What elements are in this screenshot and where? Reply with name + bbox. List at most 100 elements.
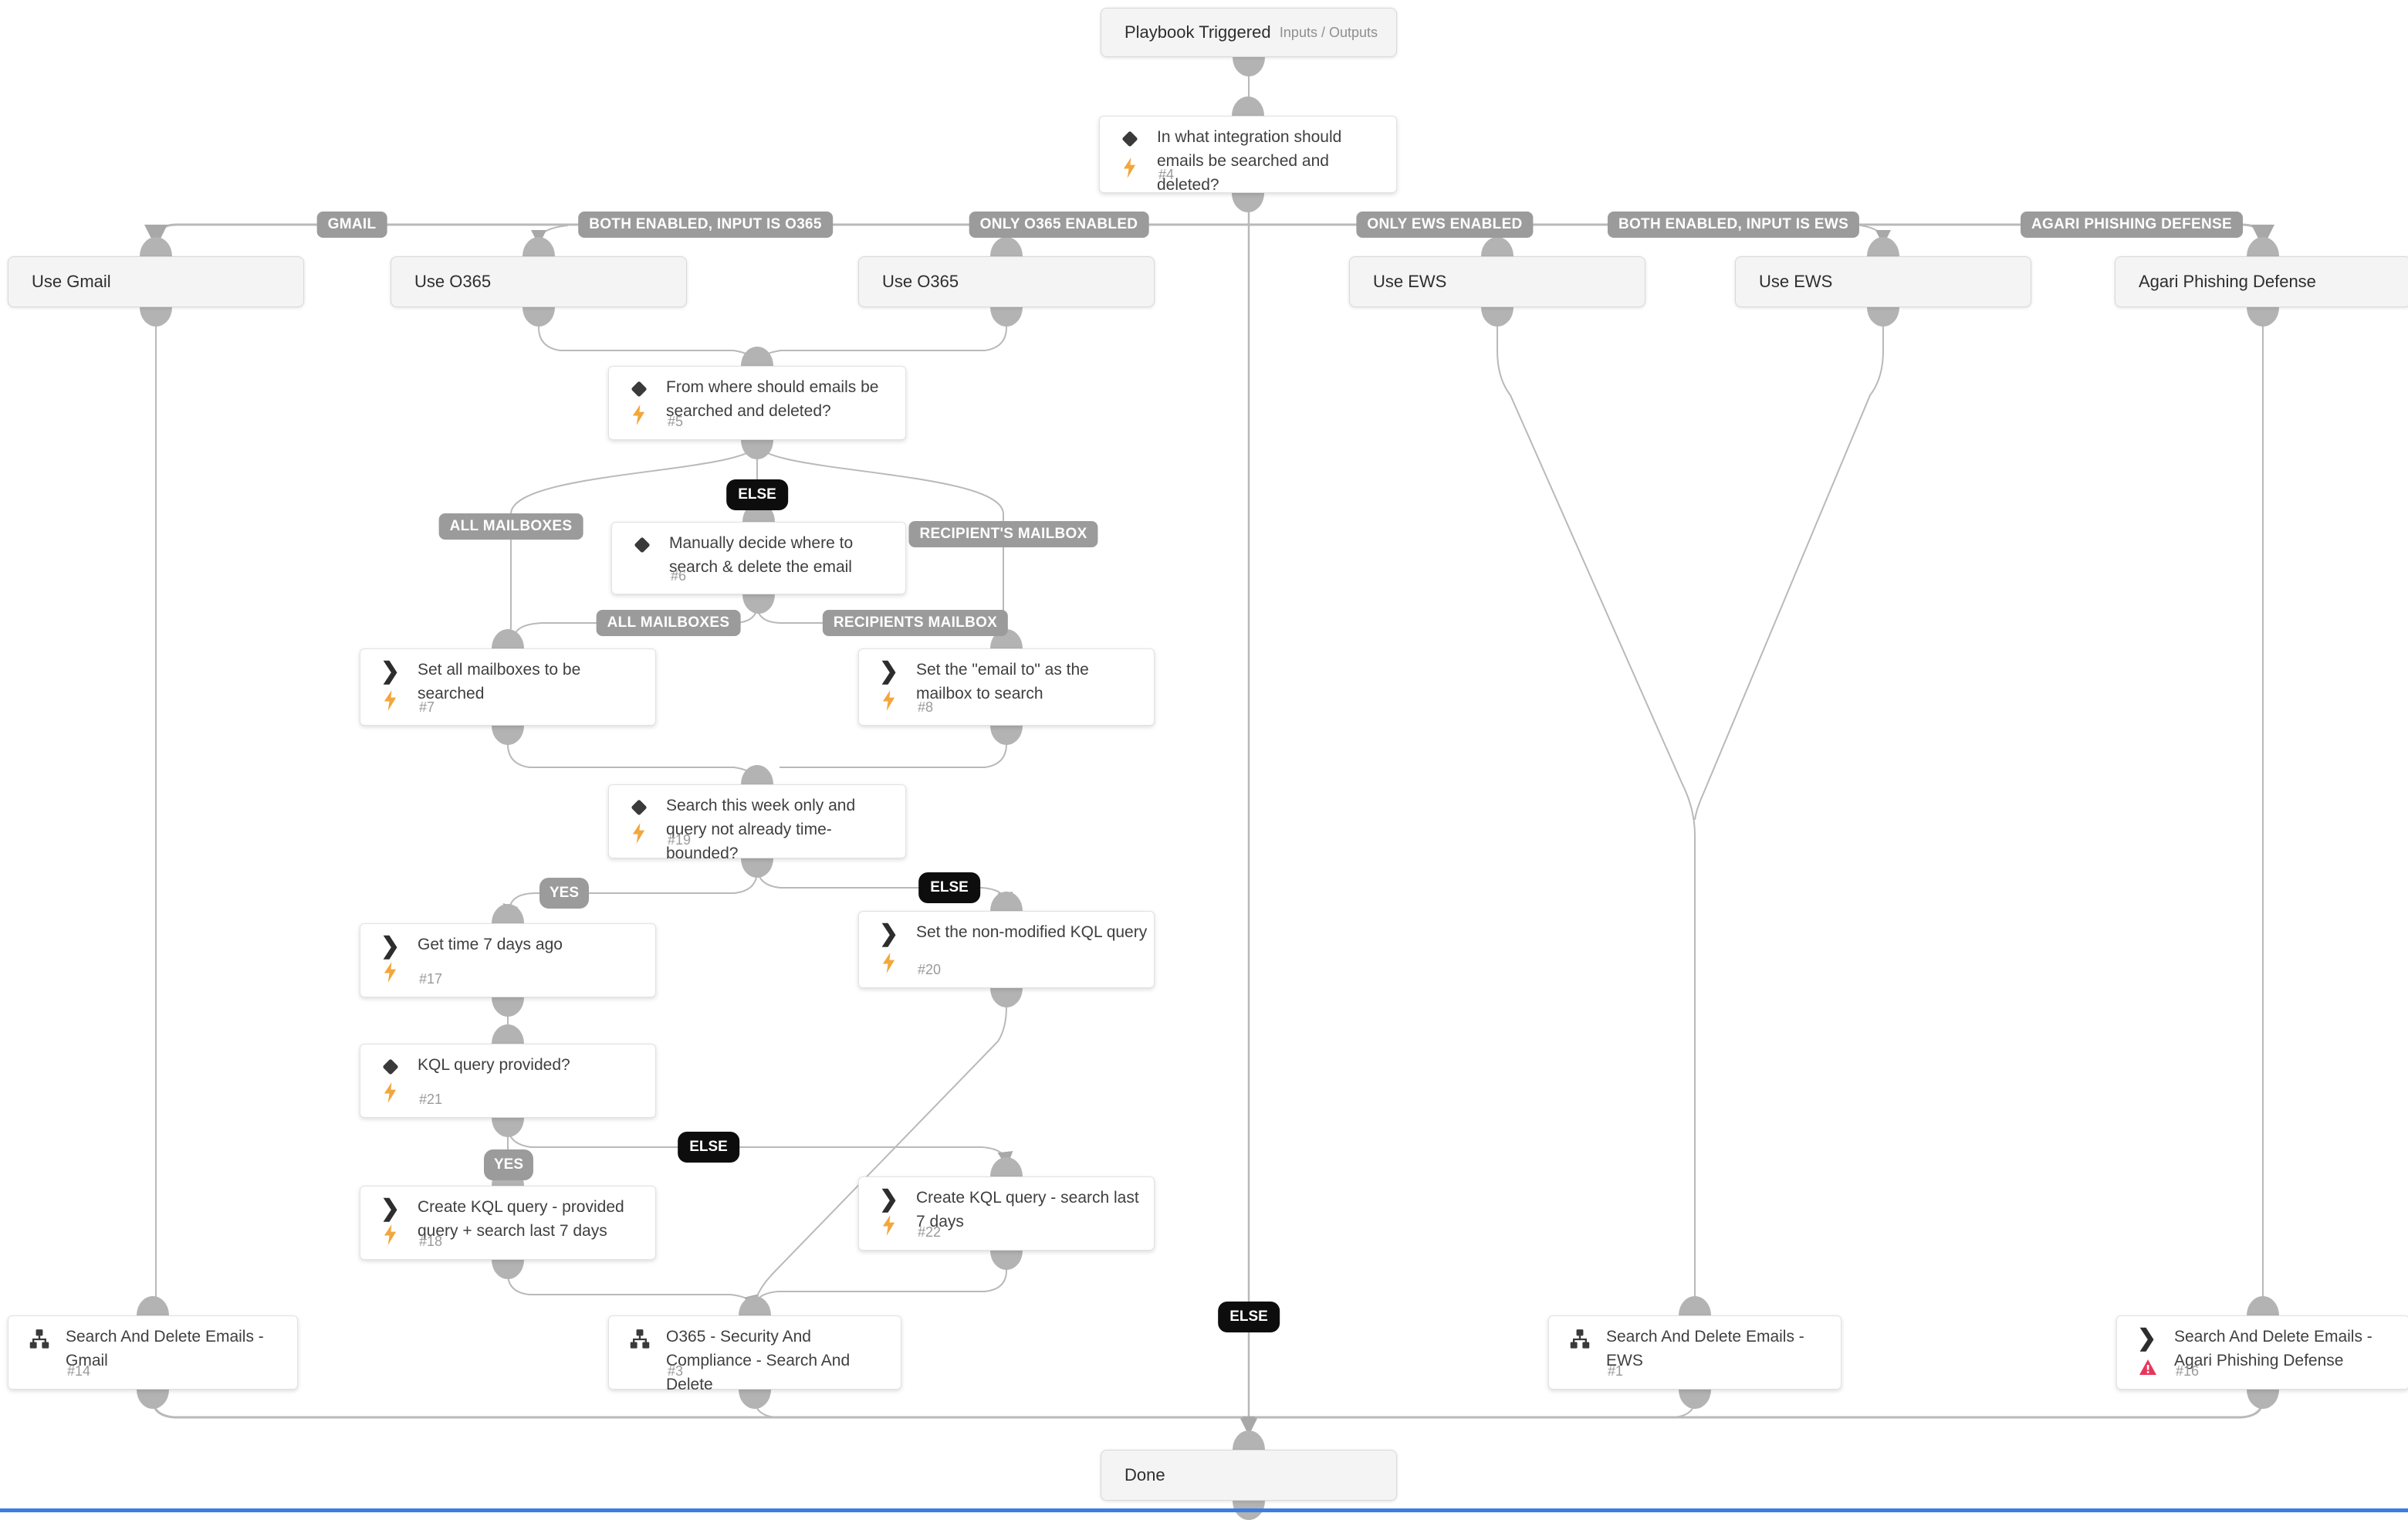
automation-icon: ❯ xyxy=(879,921,899,946)
bolt-icon xyxy=(382,1224,398,1250)
automation-icon: ❯ xyxy=(879,658,899,684)
node-title: In what integration should emails be sea… xyxy=(1157,128,1342,194)
node-number: #1 xyxy=(1608,1363,1624,1379)
node-number: #8 xyxy=(918,699,934,715)
connector-line xyxy=(507,1118,1013,1167)
node-number: #20 xyxy=(918,962,942,977)
node-title: Create KQL query - provided query + sear… xyxy=(418,1198,624,1240)
bolt-icon xyxy=(1121,157,1138,183)
node-title: Search And Delete Emails - EWS xyxy=(1606,1328,1804,1369)
node-cond21[interactable]: KQL query provided? #21 xyxy=(360,1044,656,1118)
node-useO365a[interactable]: Use O365 xyxy=(391,256,687,307)
bolt-icon xyxy=(881,952,897,978)
node-useEwsB[interactable]: Use EWS xyxy=(1735,256,2031,307)
node-number: #6 xyxy=(671,568,687,584)
connector-line xyxy=(1497,307,1696,1314)
node-title: Search this week only and query not alre… xyxy=(666,797,856,862)
bolt-icon xyxy=(631,404,647,430)
inputs-outputs-link[interactable]: Inputs / Outputs xyxy=(1279,24,1378,40)
node-title: KQL query provided? xyxy=(418,1056,570,1074)
node-number: #7 xyxy=(419,699,435,715)
node-task17[interactable]: ❯Get time 7 days ago#17 xyxy=(360,923,656,997)
node-useAgari[interactable]: Agari Phishing Defense xyxy=(2115,256,2408,307)
diamond-icon xyxy=(632,535,652,559)
node-title: Use EWS xyxy=(1373,272,1447,291)
node-task7[interactable]: ❯Set all mailboxes to be searched#7 xyxy=(360,648,656,726)
yes-branch-badge[interactable]: YES xyxy=(483,1149,534,1180)
node-title: Use O365 xyxy=(882,272,959,291)
connector-line xyxy=(1694,307,1884,821)
bolt-icon xyxy=(881,689,897,716)
else-branch-badge[interactable]: ELSE xyxy=(1218,1302,1280,1332)
node-title: Search And Delete Emails - Agari Phishin… xyxy=(2174,1328,2372,1369)
connector-line xyxy=(756,307,1007,365)
automation-icon: ❯ xyxy=(380,1196,401,1221)
connector-line xyxy=(502,858,758,920)
connector-line xyxy=(755,990,1007,1302)
node-pb14[interactable]: Search And Delete Emails - Gmail#14 xyxy=(8,1315,298,1390)
node-title: Use Gmail xyxy=(32,272,111,291)
branch-condition-label[interactable]: RECIPIENTS MAILBOX xyxy=(822,610,1009,636)
automation-icon: ❯ xyxy=(879,1187,899,1212)
node-task22[interactable]: ❯Create KQL query - search last 7 days#2… xyxy=(858,1176,1155,1251)
node-title: Use EWS xyxy=(1759,272,1833,291)
yes-branch-badge[interactable]: YES xyxy=(539,878,590,909)
else-branch-badge[interactable]: ELSE xyxy=(918,872,980,903)
node-title: Set the "email to" as the mailbox to sea… xyxy=(916,661,1089,702)
node-task8[interactable]: ❯ Set the "email to" as the mailbox to se… xyxy=(858,648,1155,726)
branch-condition-label[interactable]: ALL MAILBOXES xyxy=(438,513,583,540)
node-cond6[interactable]: Manually decide where to search & delete… xyxy=(611,522,906,594)
diamond-icon xyxy=(629,797,649,821)
automation-icon: ❯ xyxy=(2137,1325,2157,1351)
node-number: #16 xyxy=(2176,1363,2200,1379)
branch-condition-label[interactable]: ONLY O365 ENABLED xyxy=(969,212,1149,238)
connector-line xyxy=(1255,1390,2264,1419)
node-task16[interactable]: ❯ Search And Delete Emails - Agari Phishi… xyxy=(2116,1315,2408,1390)
node-start[interactable]: Playbook Triggered Inputs / Outputs xyxy=(1101,8,1397,57)
bolt-icon xyxy=(382,689,398,716)
diamond-icon xyxy=(380,1057,401,1081)
branch-condition-label[interactable]: BOTH ENABLED, INPUT IS O365 xyxy=(578,212,833,238)
node-number: #5 xyxy=(668,414,684,429)
branch-condition-label[interactable]: ALL MAILBOXES xyxy=(596,610,741,636)
node-title: Playbook Triggered xyxy=(1125,22,1271,42)
automation-icon: ❯ xyxy=(380,658,401,684)
bolt-icon xyxy=(382,1082,398,1108)
branch-condition-label[interactable]: ONLY EWS ENABLED xyxy=(1356,212,1534,238)
node-number: #21 xyxy=(419,1092,443,1107)
connector-line xyxy=(507,726,758,784)
node-title: Done xyxy=(1125,1465,1165,1484)
connector-line xyxy=(538,307,757,365)
connector-line xyxy=(755,1251,1007,1304)
node-useEwsA[interactable]: Use EWS xyxy=(1349,256,1645,307)
branch-condition-label[interactable]: BOTH ENABLED, INPUT IS EWS xyxy=(1607,212,1860,238)
node-title: Use O365 xyxy=(414,272,492,291)
node-useGmail[interactable]: Use Gmail xyxy=(8,256,304,307)
branch-condition-label[interactable]: GMAIL xyxy=(316,212,387,238)
node-title: Search And Delete Emails - Gmail xyxy=(66,1328,264,1369)
node-title: Get time 7 days ago xyxy=(418,936,563,953)
node-done[interactable]: Done xyxy=(1101,1450,1397,1501)
subplaybook-icon xyxy=(1569,1329,1591,1354)
node-title: O365 - Security And Compliance - Search … xyxy=(666,1328,851,1393)
node-task18[interactable]: ❯ Create KQL query - provided query + sea… xyxy=(360,1186,656,1260)
else-branch-badge[interactable]: ELSE xyxy=(726,479,788,510)
bolt-icon xyxy=(631,822,647,848)
node-task20[interactable]: ❯Set the non-modified KQL query#20 xyxy=(858,911,1155,988)
node-title: Manually decide where to search & delete… xyxy=(669,534,854,576)
node-pb3[interactable]: O365 - Security And Compliance - Search … xyxy=(608,1315,901,1393)
node-cond5[interactable]: From where should emails be searched and… xyxy=(608,366,906,440)
subplaybook-icon xyxy=(29,1329,50,1354)
node-useO365b[interactable]: Use O365 xyxy=(858,256,1155,307)
automation-icon: ❯ xyxy=(380,933,401,959)
connector-line xyxy=(507,1260,759,1311)
else-branch-badge[interactable]: ELSE xyxy=(678,1132,739,1163)
branch-condition-label[interactable]: RECIPIENT'S MAILBOX xyxy=(908,521,1098,547)
node-title: From where should emails be searched and… xyxy=(666,378,879,420)
node-pb1[interactable]: Search And Delete Emails - EWS#1 xyxy=(1548,1315,1842,1390)
branch-condition-label[interactable]: AGARI PHISHING DEFENSE xyxy=(2021,212,2243,238)
connector-line xyxy=(780,726,1007,768)
node-cond19[interactable]: Search this week only and query not alre… xyxy=(608,784,906,862)
node-cond4[interactable]: In what integration should emails be sea… xyxy=(1099,116,1397,194)
